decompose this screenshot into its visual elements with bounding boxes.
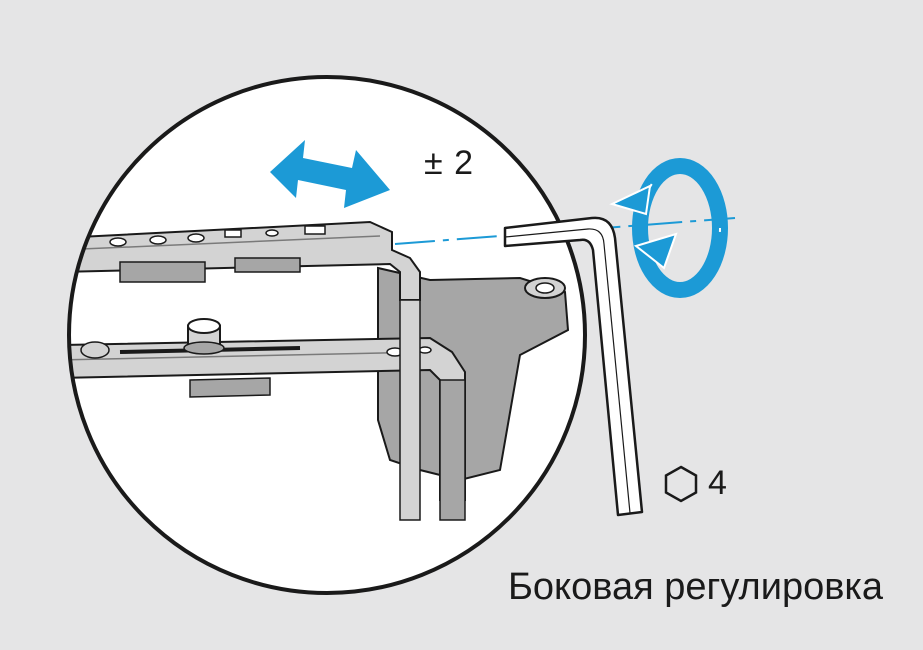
adjustment-axis: [394, 217, 736, 245]
hex-key-size: 4: [708, 464, 727, 502]
adjustment-range-label: ± 2: [424, 144, 475, 182]
adjustment-screw: [183, 318, 225, 355]
hex-key-icon: [503, 216, 644, 517]
rotation-arrows-icon: [609, 158, 728, 298]
diagram-caption: Боковая регулировка: [507, 566, 883, 608]
hexagon-icon: [664, 465, 698, 502]
double-arrow-icon: [270, 140, 390, 208]
fitting-assembly: [69, 220, 570, 521]
hex-key-size-label: 4: [664, 464, 727, 503]
hinge-bracket: [377, 266, 570, 482]
